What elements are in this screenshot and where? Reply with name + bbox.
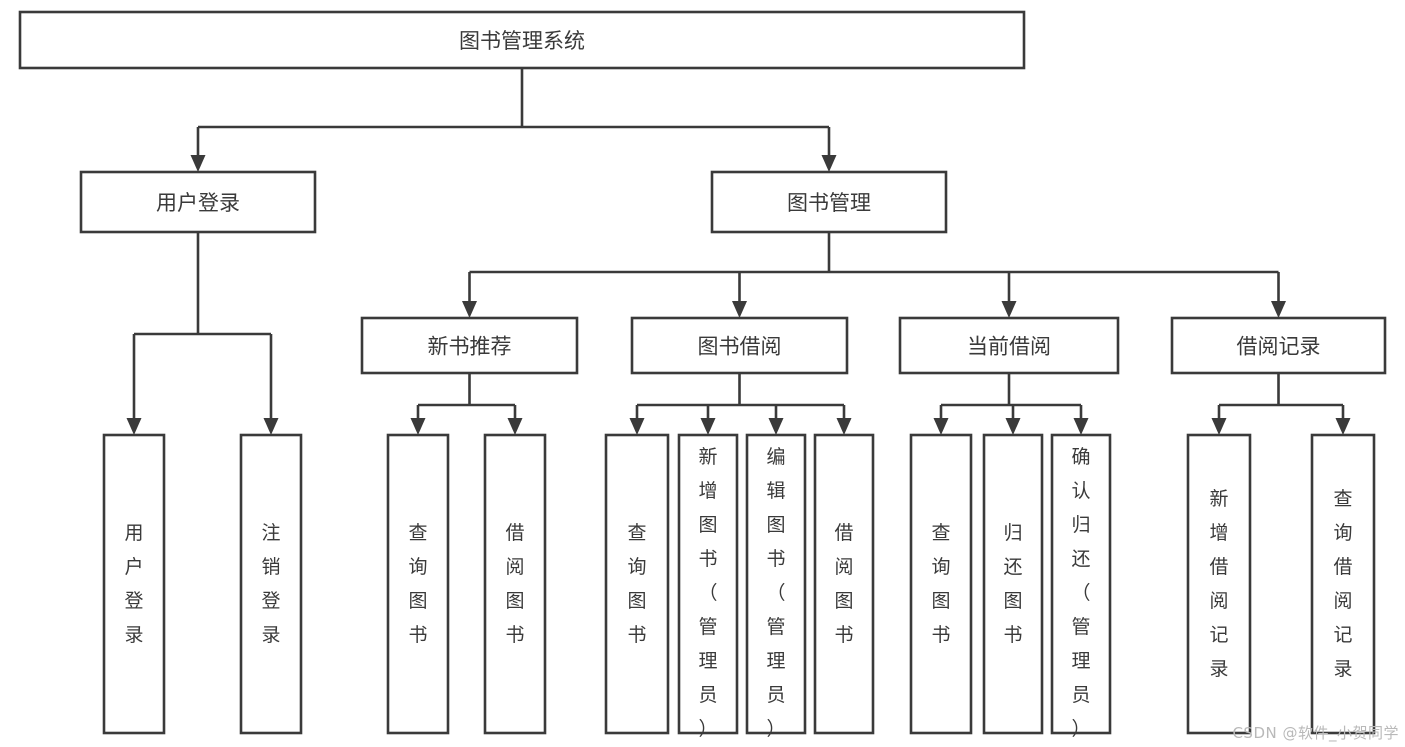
node-box bbox=[745, 433, 807, 735]
node-box bbox=[483, 433, 547, 735]
node-borrow-query-book[interactable]: 查询图书 bbox=[604, 433, 670, 735]
arrow-head-icon bbox=[1271, 301, 1286, 318]
arrow-head-icon bbox=[768, 418, 784, 435]
arrow-head-icon bbox=[1335, 418, 1351, 435]
node-box bbox=[982, 433, 1044, 735]
node-label: 新书推荐 bbox=[428, 335, 512, 359]
node-cur-return-book[interactable]: 归还图书 bbox=[982, 433, 1044, 735]
node-borrow-borrow-book[interactable]: 借阅图书 bbox=[813, 433, 875, 735]
node-label: 用户登录 bbox=[156, 191, 240, 215]
arrow-head-icon bbox=[126, 418, 142, 435]
node-rec-query-book[interactable]: 查询图书 bbox=[386, 433, 450, 735]
node-rec-query-record[interactable]: 查询借阅记录 bbox=[1310, 433, 1376, 735]
node-box bbox=[1186, 433, 1252, 735]
node-leaf-user-logout[interactable]: 注销登录 bbox=[239, 433, 303, 735]
node-label: 借阅图书 bbox=[505, 522, 524, 646]
node-borrow-record[interactable]: 借阅记录 bbox=[1170, 316, 1387, 375]
node-box bbox=[909, 433, 973, 735]
node-label: 查询图书 bbox=[408, 522, 427, 646]
node-box bbox=[813, 433, 875, 735]
node-label: 图书管理系统 bbox=[459, 29, 585, 53]
node-box bbox=[239, 433, 303, 735]
node-box bbox=[604, 433, 670, 735]
node-book-borrow[interactable]: 图书借阅 bbox=[630, 316, 849, 375]
node-label: 查询图书 bbox=[627, 522, 646, 646]
node-label: 借阅记录 bbox=[1237, 335, 1321, 359]
arrow-head-icon bbox=[1005, 418, 1021, 435]
node-box bbox=[677, 433, 739, 735]
arrow-head-icon bbox=[507, 418, 523, 435]
node-label: 借阅图书 bbox=[834, 522, 853, 646]
node-label: 查询图书 bbox=[931, 522, 950, 646]
arrow-head-icon bbox=[629, 418, 645, 435]
arrow-head-icon bbox=[1001, 301, 1017, 318]
node-label: 编辑图书（管理员） bbox=[766, 446, 785, 740]
node-label: 图书管理 bbox=[787, 191, 871, 215]
node-box bbox=[79, 170, 317, 234]
arrow-head-icon bbox=[933, 418, 949, 435]
node-box bbox=[1310, 433, 1376, 735]
node-current-borrow[interactable]: 当前借阅 bbox=[898, 316, 1120, 375]
node-box bbox=[18, 10, 1026, 70]
node-box bbox=[710, 170, 948, 234]
node-label: 归还图书 bbox=[1003, 522, 1022, 646]
node-box bbox=[1170, 316, 1387, 375]
node-label: 图书借阅 bbox=[698, 335, 782, 359]
node-layer: 图书管理系统用户登录用户登录注销登录图书管理新书推荐查询图书借阅图书图书借阅查询… bbox=[18, 10, 1387, 740]
node-rec-add-record[interactable]: 新增借阅记录 bbox=[1186, 433, 1252, 735]
node-label: 确认归还（管理员） bbox=[1071, 446, 1090, 740]
node-box bbox=[1050, 433, 1112, 735]
arrow-head-icon bbox=[263, 418, 279, 435]
arrow-head-icon bbox=[462, 301, 477, 318]
node-box bbox=[102, 433, 166, 735]
node-label: 用户登录 bbox=[124, 522, 143, 646]
arrow-head-icon bbox=[836, 418, 852, 435]
arrow-head-icon bbox=[410, 418, 426, 435]
arrow-head-icon bbox=[1211, 418, 1227, 435]
node-user-login[interactable]: 用户登录 bbox=[79, 170, 317, 234]
node-box bbox=[630, 316, 849, 375]
node-label: 当前借阅 bbox=[967, 335, 1051, 359]
node-book-manage[interactable]: 图书管理 bbox=[710, 170, 948, 234]
node-borrow-add-book[interactable]: 新增图书（管理员） bbox=[677, 433, 739, 740]
node-label: 新增图书（管理员） bbox=[698, 446, 717, 740]
node-box bbox=[360, 316, 579, 375]
node-cur-confirm-return[interactable]: 确认归还（管理员） bbox=[1050, 433, 1112, 740]
node-root[interactable]: 图书管理系统 bbox=[18, 10, 1026, 70]
node-rec-borrow-book[interactable]: 借阅图书 bbox=[483, 433, 547, 735]
arrow-head-icon bbox=[821, 155, 837, 172]
node-label: 注销登录 bbox=[261, 522, 280, 646]
arrow-head-icon bbox=[732, 301, 747, 318]
connector-layer bbox=[126, 68, 1351, 435]
node-borrow-edit-book[interactable]: 编辑图书（管理员） bbox=[745, 433, 807, 740]
node-box bbox=[386, 433, 450, 735]
node-label: 新增借阅记录 bbox=[1209, 488, 1228, 680]
node-label: 查询借阅记录 bbox=[1333, 488, 1352, 680]
arrow-head-icon bbox=[700, 418, 716, 435]
node-cur-query-book[interactable]: 查询图书 bbox=[909, 433, 973, 735]
arrow-head-icon bbox=[190, 155, 206, 172]
node-box bbox=[898, 316, 1120, 375]
node-leaf-user-login[interactable]: 用户登录 bbox=[102, 433, 166, 735]
node-new-book-rec[interactable]: 新书推荐 bbox=[360, 316, 579, 375]
arrow-head-icon bbox=[1073, 418, 1089, 435]
